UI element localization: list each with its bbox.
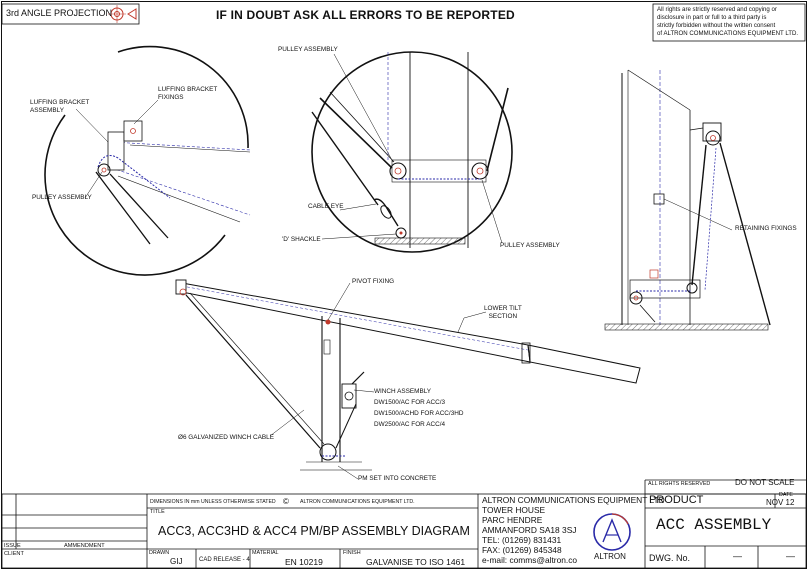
date-label: DATE [779,492,793,498]
finish-value: GALVANISE TO ISO 1461 [366,557,466,567]
address-line: TOWER HOUSE [482,505,546,515]
detail-luffing-bracket [44,45,251,276]
label-line: ASSEMBLY [30,107,64,114]
detail-mast-side [604,69,771,331]
all-rights-reserved: ALL RIGHTS RESERVED [648,481,711,487]
label-pm-set-into-concrete: PM SET INTO CONCRETE [358,475,437,482]
material-label: MATERIAL [252,550,279,556]
main-assembly [175,279,641,480]
label-line: DW1500/AC FOR ACC/3 [374,399,446,406]
rights-text: All rights are strictly reserved and cop… [657,6,798,38]
material-value: EN 10219 [285,557,323,567]
label-pulley-assembly-left: PULLEY ASSEMBLY [32,194,92,201]
rights-line: strictly forbidden without the written c… [657,22,776,29]
address-line: FAX: (01269) 845348 [482,545,562,555]
label-line: FIXINGS [158,94,184,101]
label-luffing-bracket-assembly: LUFFING BRACKET ASSEMBLY [30,99,89,115]
logo-text: ALTRON [594,552,626,561]
drawing-title: ACC3, ACC3HD & ACC4 PM/BP ASSEMBLY DIAGR… [158,524,470,538]
drawn-value: GIJ [170,557,183,566]
rights-line: All rights are strictly reserved and cop… [657,6,777,13]
label-line: SECTION [488,313,518,320]
do-not-scale: DO NOT SCALE [735,478,795,487]
label-line: DW1500/ACHD FOR ACC/3HD [374,410,464,417]
altron-logo-icon [593,513,631,551]
detail-pulley-circle [311,51,513,253]
projection-symbol [108,5,137,23]
label-pulley-assembly-mid: PULLEY ASSEMBLY [500,242,560,249]
issue-label: ISSUE [4,543,21,549]
label-winch-assembly: WINCH ASSEMBLY DW1500/AC FOR ACC/3 DW150… [374,386,464,430]
address-line: PARC HENDRE [482,515,543,525]
label-d-shackle: 'D' SHACKLE [282,236,321,243]
label-luffing-bracket-fixings: LUFFING BRACKET FIXINGS [158,86,217,102]
address-line: ALTRON COMMUNICATIONS EQUIPMENT LTD [482,495,665,505]
label-pivot-fixing: PIVOT FIXING [352,278,395,285]
product-value: ACC ASSEMBLY [656,516,772,534]
date-value: NOV 12 [766,498,795,507]
label-pulley-assembly-top: PULLEY ASSEMBLY [278,46,338,53]
title-label: TITLE [150,509,165,515]
dimensions-note: DIMENSIONS IN mm UNLESS OTHERWISE STATED [150,499,276,505]
copyright-company: ALTRON COMMUNICATIONS EQUIPMENT LTD. [300,499,415,505]
product-label: PRODUCT [649,494,704,506]
address-line: AMMANFORD SA18 3SJ [482,525,577,535]
amendment-label: AMMENDMENT [64,543,105,549]
address-line: TEL: (01269) 831431 [482,535,562,545]
label-line: WINCH ASSEMBLY [374,388,432,395]
label-galvanized-winch-cable: Ø6 GALVANIZED WINCH CABLE [178,434,274,441]
copyright-symbol: © [283,497,289,506]
label-line: LUFFING BRACKET [158,86,218,93]
banner-text: IF IN DOUBT ASK ALL ERRORS TO BE REPORTE… [216,8,515,22]
projection-box [1,3,140,25]
title-block-grid [1,479,807,569]
label-line: DW2500/AC FOR ACC/4 [374,421,446,428]
label-line: LUFFING BRACKET [30,99,90,106]
label-lower-tilt-section: LOWER TILT SECTION [484,305,522,321]
label-line: LOWER TILT [484,305,522,312]
client-label: CLIENT [4,551,24,557]
label-cable-eye: CABLE EYE [308,203,344,210]
finish-label: FINISH [343,550,361,556]
address-line: e-mail: comms@altron.co [482,555,578,565]
dwg-label: DWG. No. [649,553,691,563]
dwg-value: — [733,551,742,561]
rights-line: of ALTRON COMMUNICATIONS EQUIPMENT LTD. [657,30,799,37]
projection-label: 3rd ANGLE PROJECTION [6,8,113,18]
company-address: ALTRON COMMUNICATIONS EQUIPMENT LTD TOWE… [482,495,665,565]
rights-line: disclosure in part or full to a third pa… [657,14,767,21]
label-retaining-fixings: RETAINING FIXINGS [735,225,797,232]
rev-value: — [786,551,795,561]
rights-box [652,3,806,42]
drawn-label: DRAWN [149,550,170,556]
cad-release: CAD RELEASE - 4 [199,557,250,563]
